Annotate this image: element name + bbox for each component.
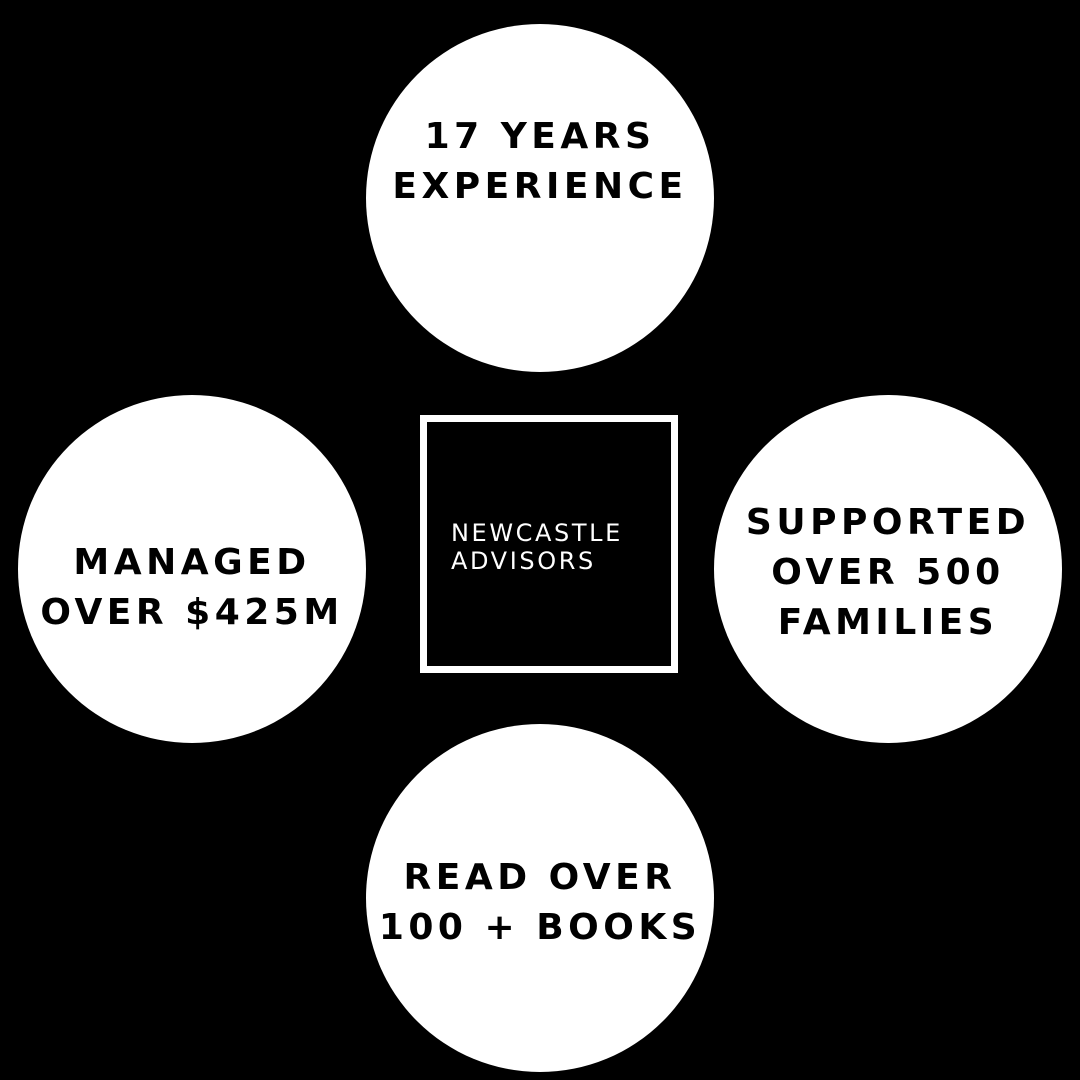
stat-circle-books: READ OVER 100 + BOOKS bbox=[366, 724, 714, 1072]
logo-text: NEWCASTLE ADVISORS bbox=[451, 519, 623, 575]
stat-line: EXPERIENCE bbox=[392, 166, 688, 207]
stat-line: OVER $425M bbox=[40, 592, 344, 633]
stat-circle-families: SUPPORTED OVER 500 FAMILIES bbox=[714, 395, 1062, 743]
stat-line: 17 YEARS bbox=[424, 116, 656, 157]
stat-line: MANAGED bbox=[73, 542, 311, 583]
company-logo: NEWCASTLE ADVISORS bbox=[420, 415, 678, 673]
stat-line: 100 + BOOKS bbox=[378, 906, 702, 948]
stat-text-experience: 17 YEARS EXPERIENCE bbox=[392, 112, 687, 212]
logo-line: NEWCASTLE bbox=[451, 519, 623, 547]
stat-text-managed-assets: MANAGED OVER $425M bbox=[40, 538, 343, 638]
stat-text-books: READ OVER 100 + BOOKS bbox=[379, 853, 701, 953]
stat-line: READ OVER bbox=[403, 856, 677, 898]
stat-text-families: SUPPORTED OVER 500 FAMILIES bbox=[746, 498, 1030, 648]
stat-circle-managed-assets: MANAGED OVER $425M bbox=[18, 395, 366, 743]
stat-circle-experience: 17 YEARS EXPERIENCE bbox=[366, 24, 714, 372]
stat-line: FAMILIES bbox=[777, 602, 999, 643]
stat-line: SUPPORTED bbox=[745, 502, 1031, 543]
logo-line: ADVISORS bbox=[451, 547, 596, 575]
stat-line: OVER 500 bbox=[771, 552, 1005, 593]
